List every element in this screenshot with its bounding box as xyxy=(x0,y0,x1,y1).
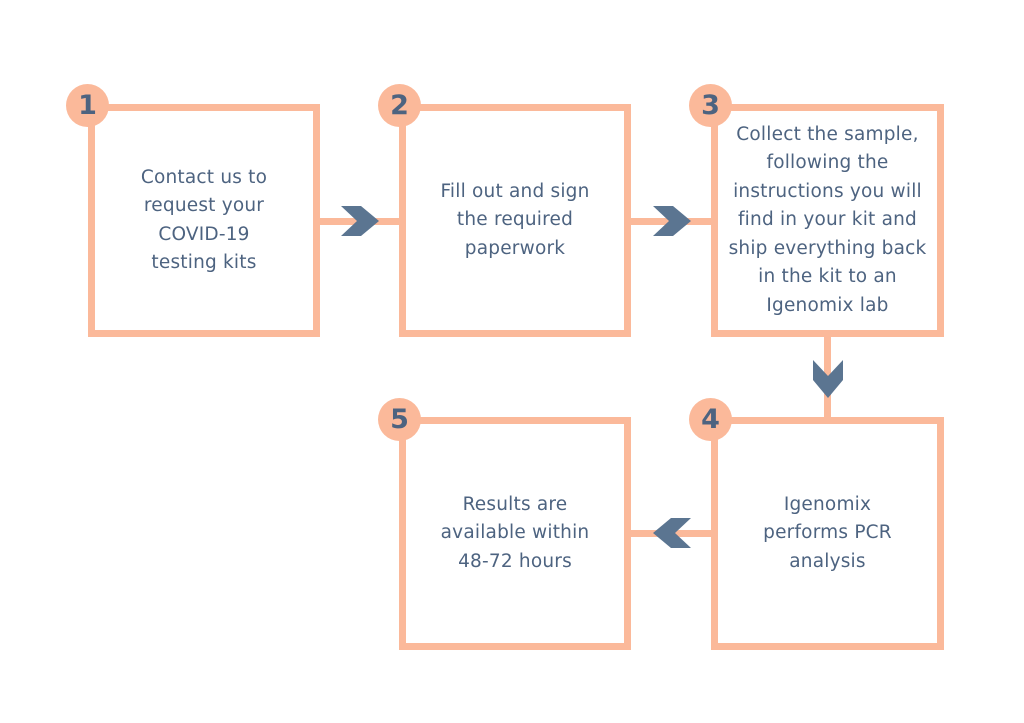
step-number-3: 3 xyxy=(689,84,732,127)
step-number-5: 5 xyxy=(378,398,421,441)
step-text-3: Collect the sample, following the instru… xyxy=(728,123,927,316)
step-number-4: 4 xyxy=(689,398,732,441)
arrow-right-icon xyxy=(653,206,691,236)
step-box-4: Igenomix performs PCR analysis xyxy=(711,417,944,650)
step-text-1: Contact us to request your COVID-19 test… xyxy=(140,166,268,274)
step-box-3: Collect the sample, following the instru… xyxy=(711,104,944,337)
arrow-down-icon xyxy=(813,360,843,398)
step-text-2: Fill out and sign the required paperwork xyxy=(440,180,590,259)
step-text-4: Igenomix performs PCR analysis xyxy=(763,493,892,572)
arrow-left-icon xyxy=(653,518,691,548)
arrow-right-icon xyxy=(341,206,379,236)
step-text-5: Results are available within 48-72 hours xyxy=(440,493,590,572)
step-box-5: Results are available within 48-72 hours xyxy=(399,417,631,650)
step-box-1: Contact us to request your COVID-19 test… xyxy=(88,104,320,337)
step-box-2: Fill out and sign the required paperwork xyxy=(399,104,631,337)
step-number-2: 2 xyxy=(378,84,421,127)
step-number-1: 1 xyxy=(66,84,109,127)
